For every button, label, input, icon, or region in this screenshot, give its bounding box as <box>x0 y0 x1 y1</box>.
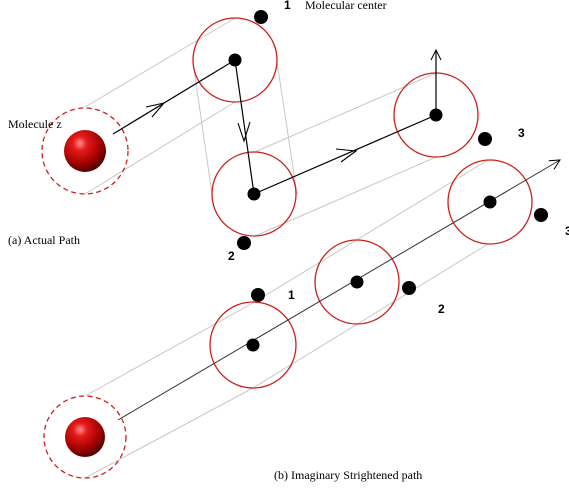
arrowhead-segment-2 <box>237 121 251 143</box>
arrowhead-segment-1 <box>145 102 166 118</box>
molecule-z-sphere <box>64 130 106 172</box>
straight-circle-1 <box>209 301 297 389</box>
straight-circle-3 <box>447 159 533 245</box>
straight-molecule-dot-3 <box>534 208 548 222</box>
label-molecule-z: Molecule z <box>8 117 62 131</box>
label-straight-1: 1 <box>288 288 295 302</box>
arrowhead-segment-3 <box>335 148 358 163</box>
straight-center-dot-2 <box>350 275 364 289</box>
label-straight-2: 2 <box>438 302 445 316</box>
molecule-z-dashed-circle-b <box>43 395 127 479</box>
straight-molecule-dot-2 <box>402 281 416 295</box>
actual-path-guides <box>84 17 437 237</box>
straight-circle-2 <box>314 239 400 325</box>
actual-path-panel: 1 Molecular center Molecule z 2 3 (a) Ac… <box>8 0 525 263</box>
label-molecule-1: 1 <box>284 0 291 12</box>
position-1-circle <box>192 17 278 103</box>
mid-arrowheads <box>145 102 358 163</box>
center-dot-1 <box>228 53 242 67</box>
center-dot-2 <box>247 187 261 201</box>
label-molecular-center: Molecular center <box>305 0 387 12</box>
actual-path-segments <box>112 50 436 195</box>
straightened-path-panel: 1 2 3 (b) Imaginary Strightened path <box>43 159 569 482</box>
position-2-circle <box>211 151 297 237</box>
straightened-path-guides <box>84 159 489 479</box>
molecule-dot-3 <box>478 132 492 146</box>
straight-molecule-dot-1 <box>251 288 265 302</box>
molecule-dot-1 <box>254 10 268 24</box>
molecule-z-sphere-b <box>65 417 105 457</box>
caption-actual-path: (a) Actual Path <box>8 233 80 247</box>
center-dot-3 <box>429 108 443 122</box>
molecule-z-dashed-circle <box>41 107 129 195</box>
straight-center-dot-1 <box>246 338 260 352</box>
molecule-dot-2 <box>237 236 251 250</box>
label-molecule-2: 2 <box>228 249 235 263</box>
label-molecule-3: 3 <box>518 126 525 140</box>
caption-straightened-path: (b) Imaginary Strightened path <box>274 468 422 482</box>
label-straight-3-edge: 3 <box>565 224 569 238</box>
straight-center-dot-3 <box>483 195 497 209</box>
